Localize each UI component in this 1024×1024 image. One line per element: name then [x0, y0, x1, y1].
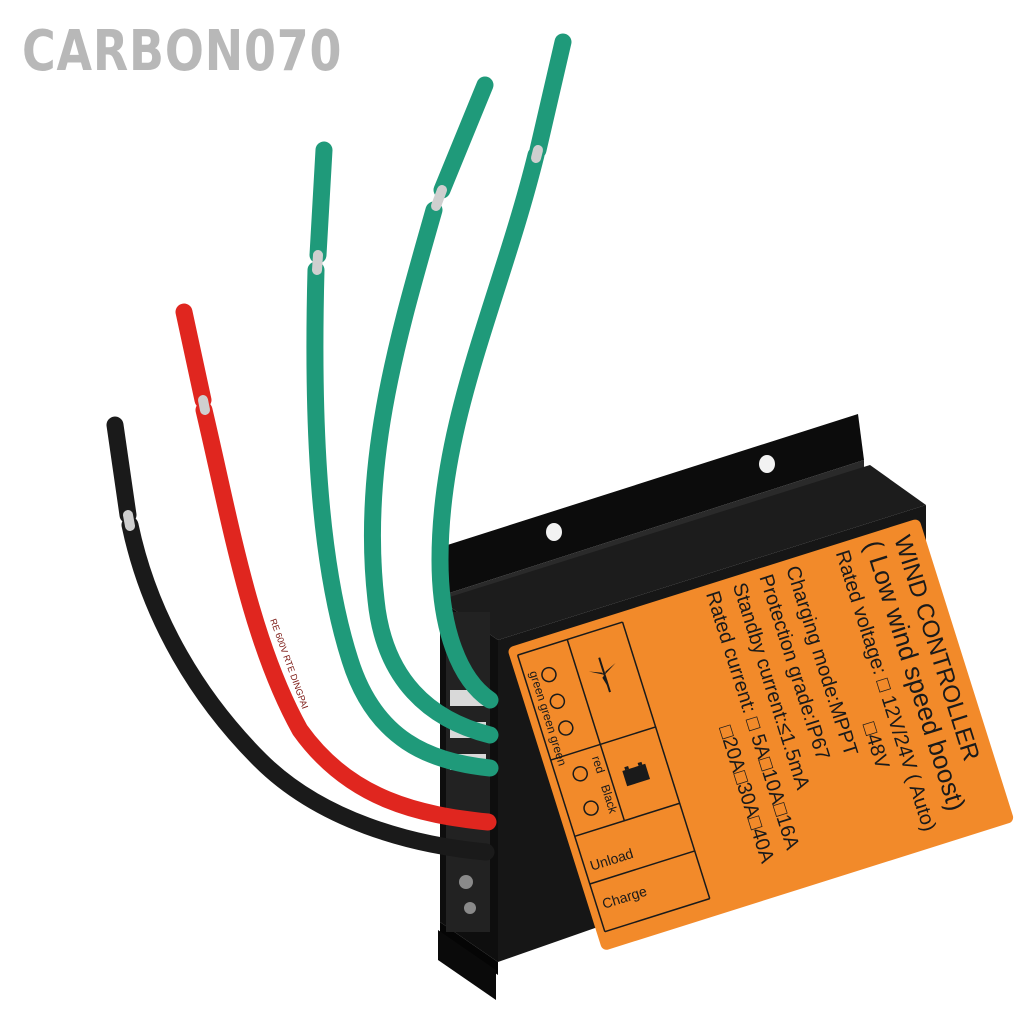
red-wire-tip	[175, 303, 212, 409]
battery-icon	[622, 761, 651, 787]
terminal-symbol	[558, 720, 574, 736]
red-wire	[195, 401, 497, 831]
mount-hole	[759, 455, 775, 473]
wires	[106, 33, 572, 861]
terminal-screw	[464, 902, 476, 914]
green-wire	[431, 146, 545, 709]
watermark-text: CARBON070	[22, 19, 343, 84]
terminal-symbol	[583, 800, 599, 816]
label-background	[508, 519, 1014, 950]
black-wire-tip	[106, 416, 137, 524]
terminal-symbol	[549, 693, 566, 710]
terminal-symbol	[541, 666, 557, 683]
green-wire-tip	[309, 141, 333, 264]
mount-hole	[546, 523, 562, 541]
terminal-screw	[459, 875, 473, 889]
green-wire	[363, 201, 499, 744]
green-wire-tip	[529, 33, 572, 159]
green-wire-tip	[433, 76, 494, 199]
green-wire	[306, 261, 499, 777]
terminal-symbol	[572, 766, 588, 782]
terminal-label-red: red	[589, 754, 608, 775]
black-wire	[121, 516, 495, 861]
